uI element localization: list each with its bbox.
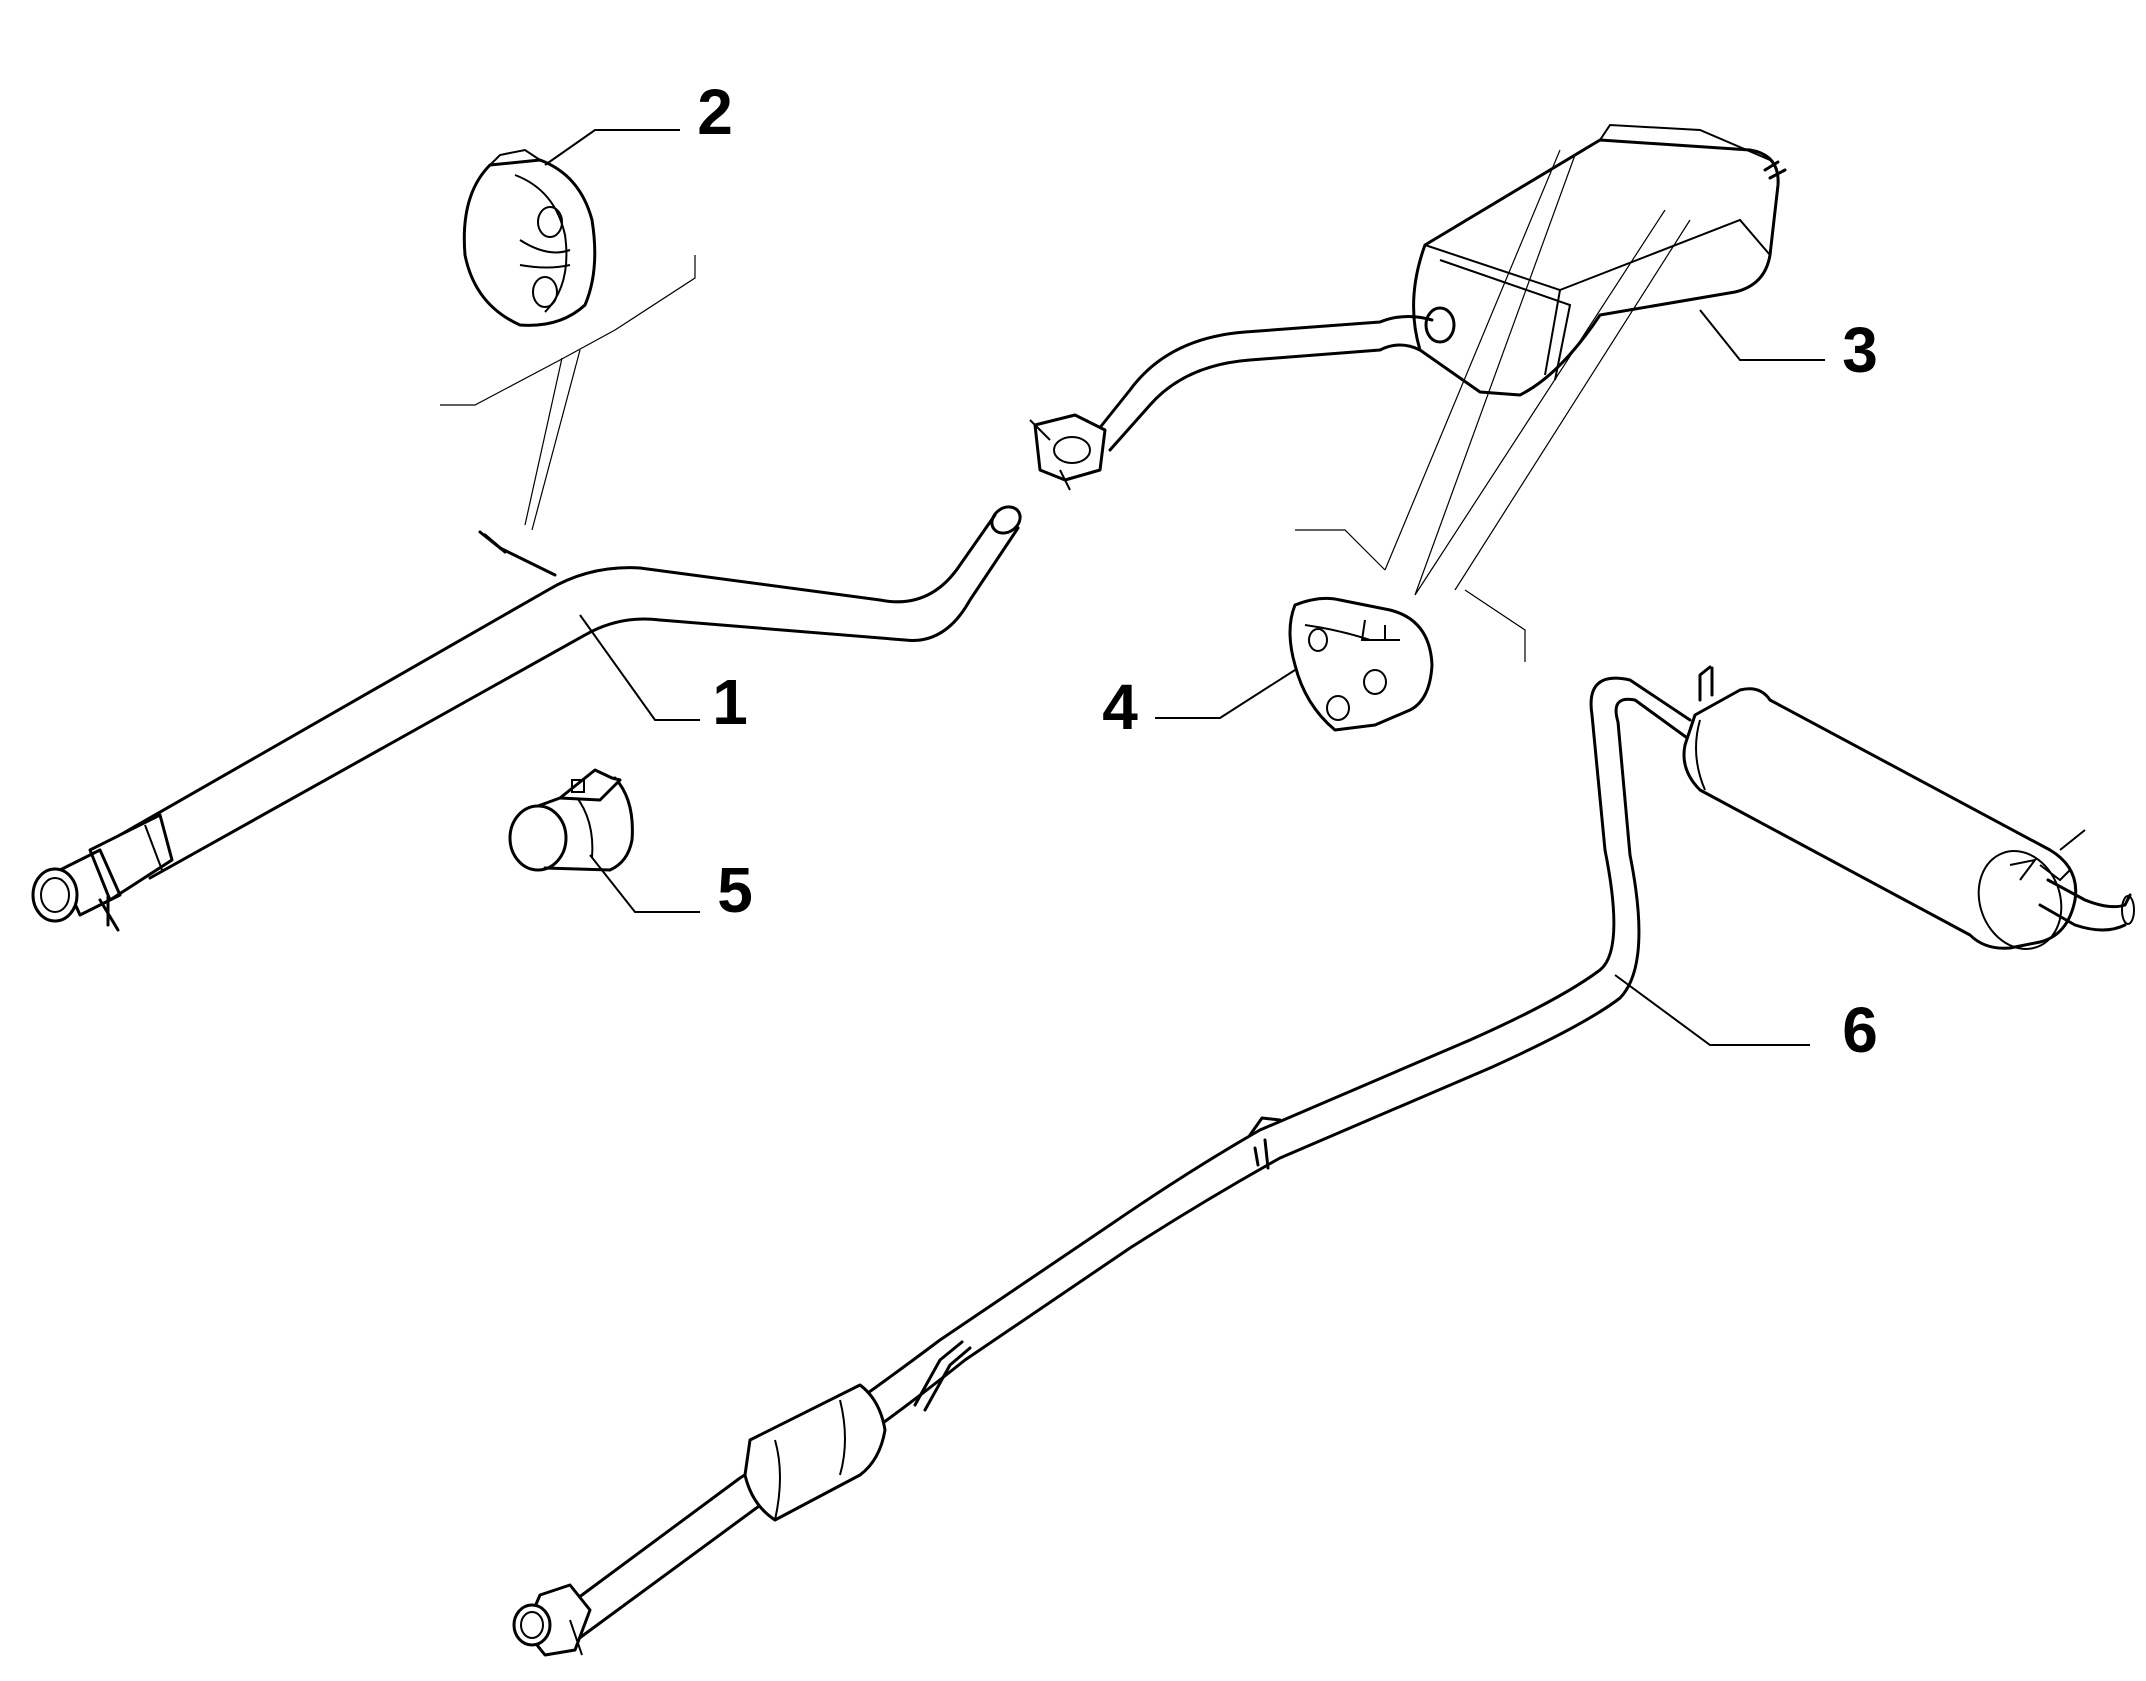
leader-4 <box>1155 669 1296 719</box>
part-5-clamp[interactable] <box>508 768 634 872</box>
leader-5 <box>589 854 700 913</box>
callout-5: 5 <box>717 854 753 926</box>
leader-3 <box>1699 309 1825 361</box>
leader-1 <box>579 614 700 721</box>
callout-6: 6 <box>1842 994 1878 1066</box>
leader-2 <box>544 129 680 166</box>
callout-2: 2 <box>697 76 733 148</box>
leader-6 <box>1614 974 1810 1046</box>
part-3-rear-silencer[interactable] <box>1029 123 1787 491</box>
callout-4: 4 <box>1102 671 1138 743</box>
callout-1: 1 <box>712 666 748 738</box>
part-6-exhaust-line[interactable] <box>512 665 2135 1657</box>
part-2-rubber-mount[interactable] <box>462 148 597 327</box>
callout-3: 3 <box>1842 314 1878 386</box>
part-4-rubber-mount[interactable] <box>1288 596 1434 732</box>
reference-lines <box>440 149 1691 662</box>
leader-lines <box>544 129 1825 1046</box>
part-1-intermediate-pipe[interactable] <box>31 502 1025 932</box>
